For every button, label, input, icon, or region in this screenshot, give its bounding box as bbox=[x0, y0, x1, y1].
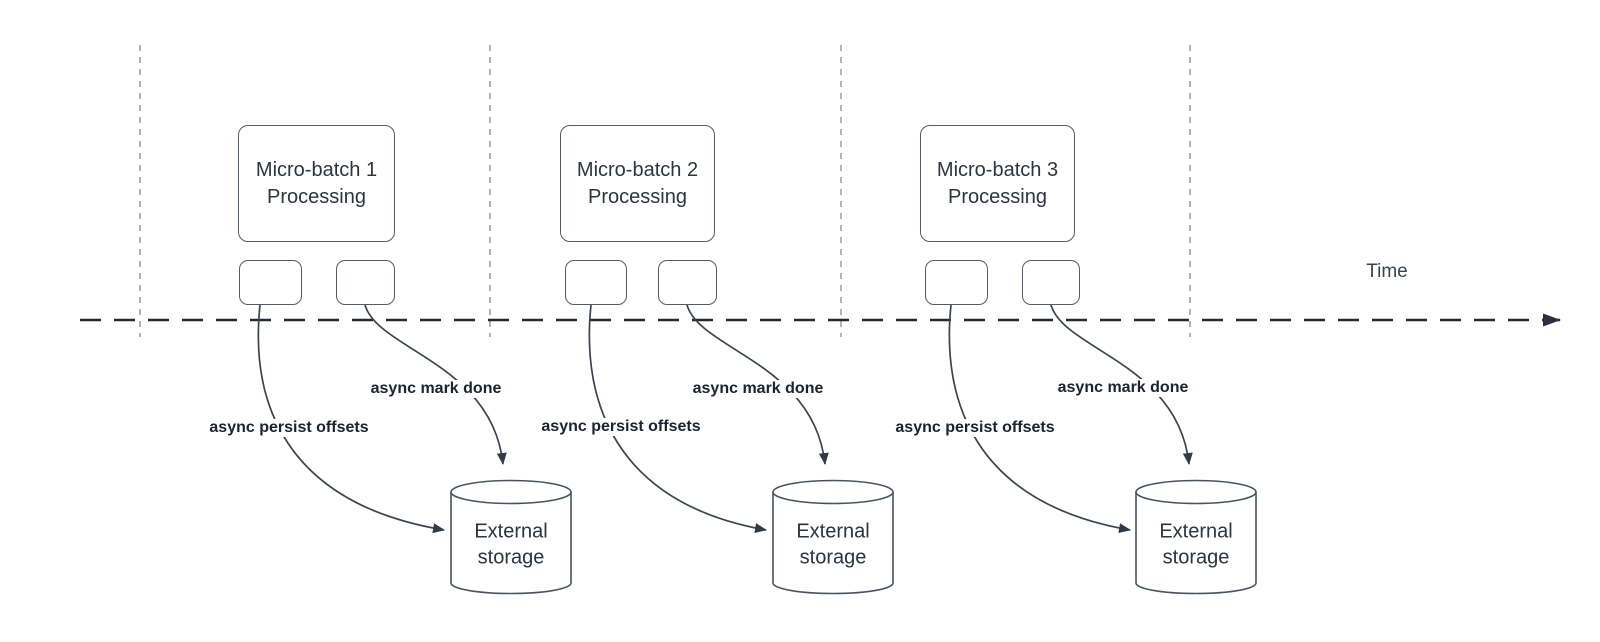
persist-offsets-label-3: async persist offsets bbox=[892, 419, 1058, 437]
persist-offsets-arrow-3 bbox=[948, 304, 1131, 534]
persist-offsets-label-2: async persist offsets bbox=[538, 418, 704, 436]
done-task-box-2 bbox=[658, 260, 717, 305]
storage-label-2: External storage bbox=[796, 520, 870, 568]
time-axis-label: Time bbox=[1366, 261, 1408, 282]
mark-done-label-3: async mark done bbox=[1054, 379, 1192, 397]
done-task-box-1 bbox=[336, 260, 395, 305]
offset-task-box-1 bbox=[239, 260, 302, 305]
storage-cylinder-2 bbox=[772, 479, 894, 595]
process-box-1-label: Micro-batch 1 Processing bbox=[255, 158, 378, 208]
mark-done-arrow-1 bbox=[364, 304, 507, 465]
process-box-2-label: Micro-batch 2 Processing bbox=[576, 158, 699, 208]
process-box-2: Micro-batch 2 Processing bbox=[560, 125, 715, 242]
mark-done-label-2: async mark done bbox=[689, 380, 827, 398]
storage-cylinder-3 bbox=[1135, 479, 1257, 595]
mark-done-arrow-2 bbox=[686, 304, 829, 465]
persist-offsets-arrow-2 bbox=[588, 304, 767, 533]
mark-done-arrow-3 bbox=[1050, 304, 1193, 465]
done-task-box-3 bbox=[1022, 260, 1080, 305]
offset-task-box-2 bbox=[565, 260, 627, 305]
process-box-3-label: Micro-batch 3 Processing bbox=[936, 158, 1059, 208]
storage-label-1: External storage bbox=[474, 520, 548, 568]
mark-done-label-1: async mark done bbox=[367, 380, 505, 398]
process-box-1: Micro-batch 1 Processing bbox=[238, 125, 395, 242]
offset-task-box-3 bbox=[925, 260, 988, 305]
persist-offsets-label-1: async persist offsets bbox=[206, 419, 372, 437]
process-box-3: Micro-batch 3 Processing bbox=[920, 125, 1075, 242]
persist-offsets-arrow-1 bbox=[257, 304, 445, 534]
storage-cylinder-1 bbox=[450, 479, 572, 595]
storage-label-3: External storage bbox=[1159, 520, 1233, 568]
